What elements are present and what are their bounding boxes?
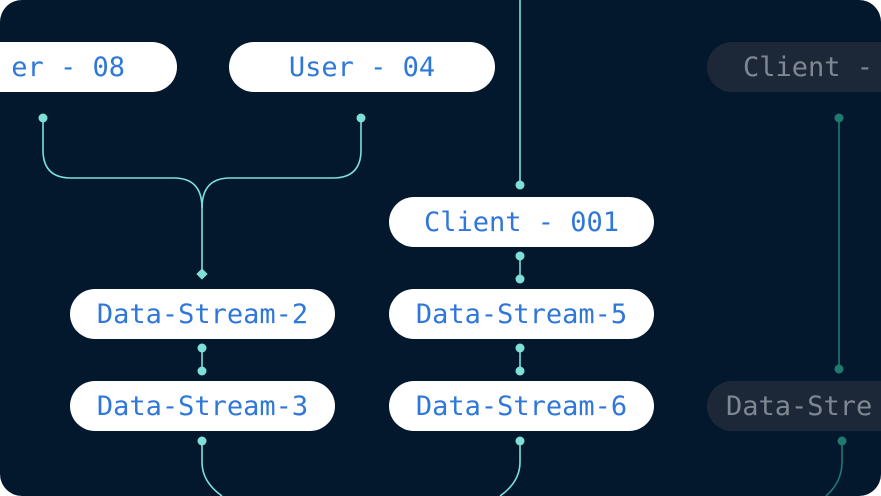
port-dot <box>515 251 525 261</box>
node-user-04[interactable]: User - 04 <box>229 42 495 92</box>
node-user-08[interactable]: er - 08 <box>0 42 177 92</box>
node-data-stream-3-label: Data-Stream-3 <box>96 390 309 422</box>
node-user-08-label: er - 08 <box>11 51 125 83</box>
node-data-stream-2-label: Data-Stream-2 <box>96 298 309 330</box>
node-data-stream-2[interactable]: Data-Stream-2 <box>70 289 335 339</box>
connector-faded-ds-down <box>825 441 843 496</box>
port-dot <box>515 274 525 284</box>
port-dot <box>515 366 525 376</box>
node-data-stream-6[interactable]: Data-Stream-6 <box>389 381 654 431</box>
node-client-faded-label: Client - <box>743 51 874 83</box>
connector-ds6-down <box>499 441 521 496</box>
node-client-001-label: Client - 001 <box>423 206 620 238</box>
port-dot <box>515 343 525 353</box>
node-user-04-label: User - 04 <box>288 51 436 83</box>
node-data-stream-faded[interactable]: Data-Stre <box>707 381 881 431</box>
node-data-stream-6-label: Data-Stream-6 <box>415 390 628 422</box>
faded-port-dot <box>834 364 844 374</box>
node-data-stream-3[interactable]: Data-Stream-3 <box>70 381 335 431</box>
port-dot <box>515 180 525 190</box>
port-dot <box>197 366 207 376</box>
merge-diamond-port <box>196 268 208 280</box>
node-data-stream-5[interactable]: Data-Stream-5 <box>389 289 654 339</box>
node-client-faded[interactable]: Client - <box>707 42 881 92</box>
connector-user04-to-merge <box>201 118 362 209</box>
node-data-stream-faded-label: Data-Stre <box>726 390 873 422</box>
faded-port-dot <box>837 436 847 446</box>
port-dot <box>515 436 525 446</box>
faded-port-dot <box>834 113 844 123</box>
port-dot <box>197 343 207 353</box>
port-dot <box>197 436 207 446</box>
port-dot <box>356 113 366 123</box>
port-dot <box>38 113 48 123</box>
node-data-stream-5-label: Data-Stream-5 <box>415 298 628 330</box>
node-client-001[interactable]: Client - 001 <box>389 197 654 247</box>
connector-ds3-down <box>201 441 223 496</box>
connector-user08-to-merge <box>42 118 203 209</box>
